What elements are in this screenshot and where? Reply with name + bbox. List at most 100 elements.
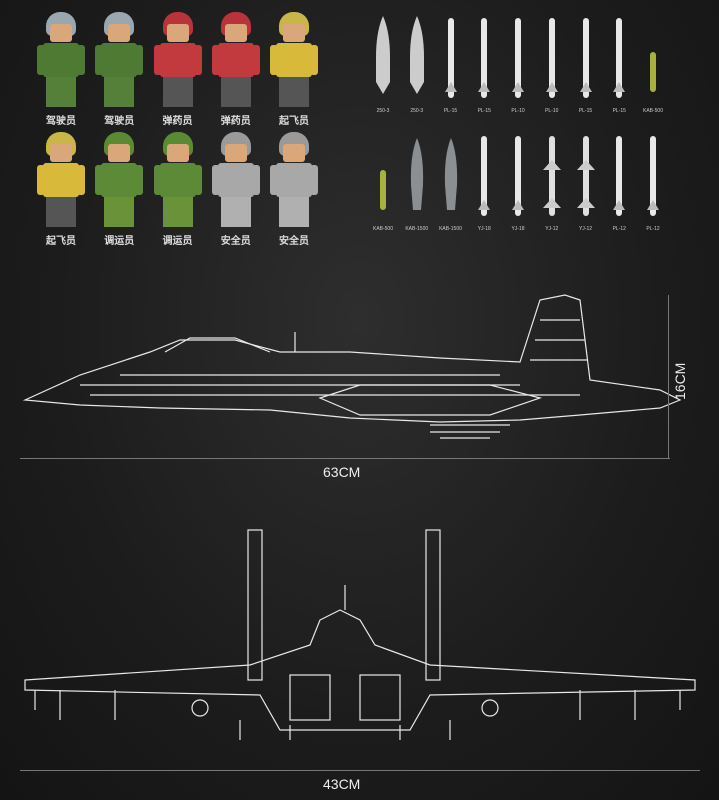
arm bbox=[251, 45, 260, 75]
arm bbox=[95, 45, 104, 75]
small-icon bbox=[380, 170, 386, 210]
weapon-missile: PL-12 bbox=[638, 130, 668, 248]
crew-minifigures: 驾驶员 驾驶员 弹药员 弹药员 起飞员 起飞员 调运员 调运员 安全员 安全员 bbox=[35, 10, 320, 250]
arm bbox=[193, 45, 202, 75]
torso bbox=[101, 43, 138, 77]
arm bbox=[135, 165, 144, 195]
weapon-label: 250-3 bbox=[410, 108, 424, 114]
minifigure: 调运员 bbox=[93, 130, 145, 250]
weapon-label: PL-15 bbox=[612, 108, 626, 114]
side-length-line bbox=[20, 458, 670, 459]
arm bbox=[37, 165, 45, 195]
crew-role-label: 安全员 bbox=[279, 236, 309, 247]
face bbox=[108, 24, 131, 42]
weapon-label: 250-3 bbox=[376, 108, 390, 114]
torso bbox=[217, 43, 254, 77]
weapon-label: PL-12 bbox=[612, 226, 626, 232]
face bbox=[224, 144, 247, 162]
weapon-missile: PL-15 bbox=[571, 12, 601, 130]
weapon-label: PL-10 bbox=[545, 108, 559, 114]
small-icon bbox=[650, 52, 656, 92]
arm bbox=[211, 165, 220, 195]
weapon-small: KAB-500 bbox=[368, 130, 398, 248]
minifigure: 安全员 bbox=[210, 130, 262, 250]
crew-role-label: 驾驶员 bbox=[104, 116, 135, 127]
arm bbox=[77, 45, 85, 75]
torso bbox=[159, 163, 196, 197]
missile-icon bbox=[647, 136, 659, 216]
crew-role-label: 弹药员 bbox=[220, 116, 251, 127]
side-length-label: 63CM bbox=[323, 464, 361, 480]
weapon-label: PL-15 bbox=[443, 108, 458, 114]
side-height-label: 16CM bbox=[672, 362, 688, 400]
front-width-line bbox=[20, 770, 700, 771]
arm bbox=[270, 165, 278, 195]
weapon-label: PL-12 bbox=[646, 226, 660, 232]
legs bbox=[104, 77, 135, 107]
cruise-icon bbox=[542, 136, 561, 216]
crew-role-label: 调运员 bbox=[162, 236, 193, 247]
bomb-icon bbox=[409, 16, 424, 94]
face bbox=[50, 24, 72, 42]
weapon-label: YJ-18 bbox=[477, 226, 491, 232]
arm bbox=[310, 45, 318, 75]
weapon-bomb: 250-3 bbox=[368, 12, 398, 130]
face bbox=[166, 24, 189, 42]
minifigure: 弹药员 bbox=[210, 10, 262, 130]
cruise-icon bbox=[576, 136, 595, 216]
arm bbox=[211, 45, 220, 75]
legs bbox=[46, 197, 76, 227]
crew-role-label: 起飞员 bbox=[46, 236, 76, 247]
weapon-bigbomb: KAB-1500 bbox=[402, 130, 432, 248]
weapon-label: KAB-500 bbox=[372, 226, 393, 232]
front-view-aircraft bbox=[24, 529, 696, 740]
weapon-label: YJ-18 bbox=[511, 226, 525, 232]
missile-icon bbox=[478, 136, 491, 216]
crew-role-label: 起飞员 bbox=[279, 116, 309, 127]
minifigure: 调运员 bbox=[152, 130, 204, 250]
weapon-label: PL-10 bbox=[511, 108, 525, 114]
torso bbox=[43, 43, 79, 77]
torso bbox=[159, 43, 196, 77]
weapon-missile: PL-12 bbox=[604, 130, 634, 248]
weapon-missile: YJ-18 bbox=[503, 130, 533, 248]
missile-icon bbox=[444, 18, 457, 98]
side-view-aircraft bbox=[22, 294, 682, 439]
face bbox=[50, 144, 72, 162]
weapon-missile: PL-15 bbox=[469, 12, 499, 130]
weapon-label: KAB-500 bbox=[642, 108, 663, 114]
weapon-cruise: YJ-12 bbox=[571, 130, 601, 248]
torso bbox=[217, 163, 254, 197]
legs bbox=[46, 77, 76, 107]
minifigure: 弹药员 bbox=[152, 10, 204, 130]
torso bbox=[101, 163, 138, 197]
missile-icon bbox=[512, 18, 524, 98]
weapon-bigbomb: KAB-1500 bbox=[436, 130, 466, 248]
weapon-small: KAB-500 bbox=[638, 12, 668, 130]
face bbox=[108, 144, 131, 162]
arm bbox=[95, 165, 104, 195]
face bbox=[283, 144, 305, 162]
torso bbox=[276, 43, 312, 77]
face bbox=[166, 144, 189, 162]
crew-role-label: 驾驶员 bbox=[46, 116, 76, 127]
legs bbox=[104, 197, 135, 227]
legs bbox=[220, 197, 251, 227]
face bbox=[224, 24, 247, 42]
minifigure: 起飞员 bbox=[268, 10, 320, 130]
minifigure: 安全员 bbox=[268, 130, 320, 250]
arm bbox=[135, 45, 144, 75]
torso bbox=[43, 163, 79, 197]
minifigure: 起飞员 bbox=[35, 130, 87, 250]
weapons-display: 250-3 250-3 PL-15 PL-15 PL-10 PL-10 PL-1… bbox=[368, 12, 668, 248]
legs bbox=[162, 197, 193, 227]
torso bbox=[276, 163, 312, 197]
weapon-label: YJ-12 bbox=[578, 226, 593, 232]
arm bbox=[270, 45, 278, 75]
crew-role-label: 弹药员 bbox=[162, 116, 193, 127]
bigbomb-icon bbox=[444, 138, 457, 210]
arm bbox=[77, 165, 85, 195]
legs bbox=[279, 77, 309, 107]
weapon-label: PL-15 bbox=[578, 108, 593, 114]
minifigure: 驾驶员 bbox=[93, 10, 145, 130]
